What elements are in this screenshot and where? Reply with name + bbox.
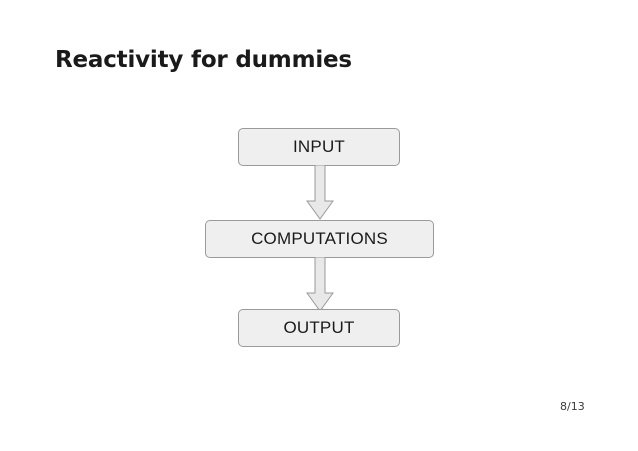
- diagram-node-input: INPUT: [238, 128, 400, 166]
- diagram-node-computations-label: COMPUTATIONS: [251, 229, 388, 248]
- arrow-down-icon: [305, 164, 335, 221]
- page-title: Reactivity for dummies: [55, 47, 352, 73]
- diagram-node-input-label: INPUT: [293, 137, 345, 156]
- diagram-node-output: OUTPUT: [238, 309, 400, 347]
- diagram-node-computations: COMPUTATIONS: [205, 220, 434, 258]
- page-number: 8/13: [560, 400, 585, 413]
- diagram-node-output-label: OUTPUT: [283, 318, 355, 337]
- arrow-down-icon: [305, 256, 335, 313]
